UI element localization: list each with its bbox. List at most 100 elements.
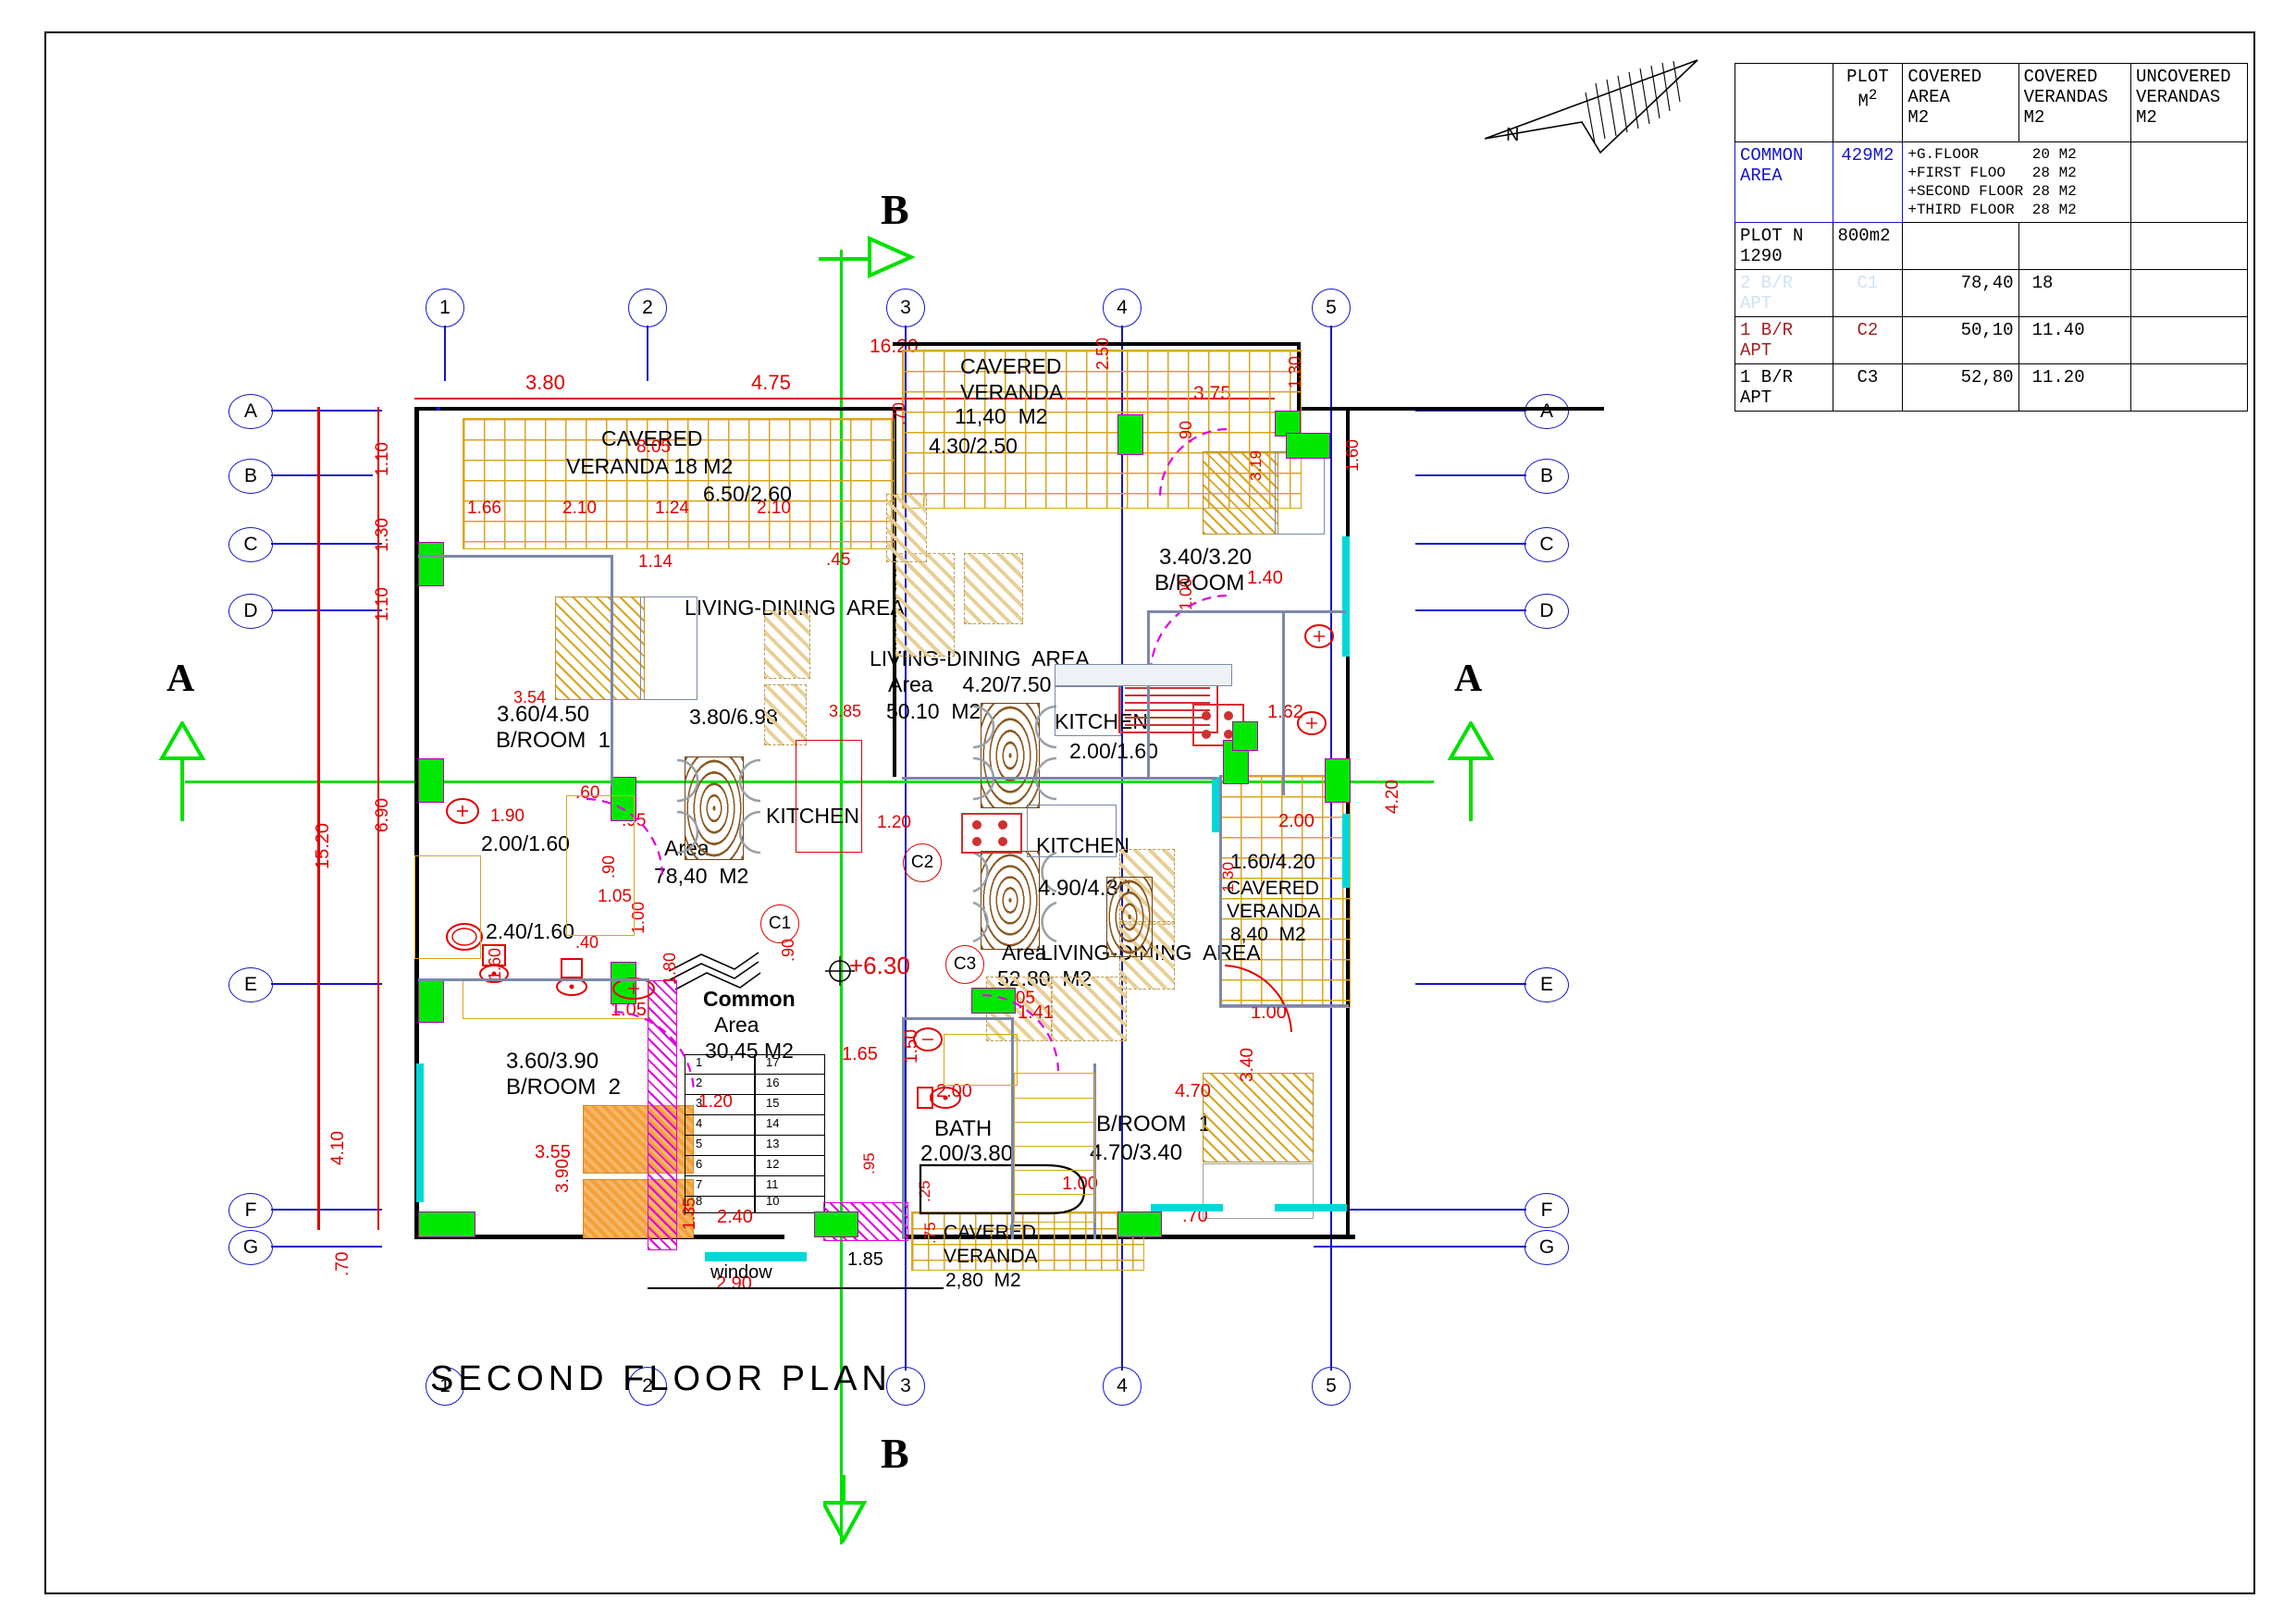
- grid-bubble-left-b[interactable]: B: [228, 459, 273, 494]
- kitchen-unit-left: [414, 855, 481, 959]
- grid-bubble-bottom-4[interactable]: 4: [1103, 1367, 1142, 1406]
- row-c2-cverandas: 11.40: [2018, 316, 2131, 364]
- unit-tag-c1[interactable]: C1: [760, 904, 799, 943]
- grid-bubble-left-a[interactable]: A: [228, 394, 273, 429]
- stair-number-8: 8: [696, 1194, 703, 1208]
- grid-bubble-right-a[interactable]: A: [1524, 394, 1569, 429]
- row-c1-uncovered: [2129, 269, 2249, 317]
- row-c1-covered: 78,40: [1902, 269, 2019, 317]
- grid-line: [271, 983, 382, 985]
- grid-bubble-bottom-3[interactable]: 3: [886, 1367, 925, 1406]
- bed-left-2: [583, 1105, 694, 1174]
- window-cyan-right-1: [1342, 536, 1350, 657]
- broom1-br-label: B/ROOM 1: [1096, 1112, 1212, 1137]
- table-row: COMMON AREA 429M2 +G.FLOOR 20 M2 +FIRST …: [1734, 141, 2249, 223]
- grid-bubble-left-e[interactable]: E: [228, 967, 273, 1002]
- grid-bubble-top-3[interactable]: 3: [886, 289, 925, 327]
- grid-bubble-left-d[interactable]: D: [228, 594, 273, 629]
- fridge-center: [1027, 805, 1117, 857]
- dim-1-41: 1.41: [1018, 1002, 1054, 1023]
- covered-veranda-280-label2: VERANDA: [944, 1246, 1038, 1267]
- dim-1-24: 1.24: [655, 498, 689, 518]
- grid-bubble-top-4[interactable]: 4: [1103, 289, 1142, 327]
- section-mark-b-top: B: [881, 186, 909, 233]
- opening-green-1: [418, 542, 444, 586]
- row-common-area-covered: +G.FLOOR 20 M2 +FIRST FLOO 28 M2 +SECOND…: [1902, 141, 2131, 223]
- grid-bubble-right-d[interactable]: D: [1524, 594, 1569, 629]
- dim-0-45: .45: [826, 550, 851, 570]
- covered-veranda-1140-label: CAVERED: [960, 354, 1062, 378]
- dimension-6-90: 6.90: [373, 798, 392, 832]
- living-left-label: LIVING-DINING AREA: [685, 596, 905, 620]
- grid-bubble-left-c[interactable]: C: [228, 527, 273, 562]
- grid-bubble-right-c[interactable]: C: [1524, 527, 1569, 562]
- common-area-label: Common: [703, 987, 796, 1011]
- section-arrow-b-top-icon: [819, 235, 916, 279]
- grid-bubble-right-b[interactable]: B: [1524, 459, 1569, 494]
- grid-bubble-right-g[interactable]: G: [1524, 1230, 1569, 1265]
- grid-line: [271, 410, 382, 412]
- dim-2-00r: 2.00: [1278, 811, 1315, 831]
- covered-veranda-18-label: CAVERED: [601, 426, 703, 450]
- sofa-center-3: [886, 494, 927, 562]
- grid-bubble-left-g[interactable]: G: [228, 1230, 273, 1265]
- bath2-left-dims: 2.40/1.60: [486, 919, 574, 943]
- grid-line: [905, 326, 907, 1371]
- opening-green-11: [1325, 758, 1351, 803]
- broom2-left-dims: 3.60/3.90: [506, 1049, 599, 1074]
- dim-2-10a: 2.10: [562, 498, 597, 518]
- dim-0-70: .70: [890, 401, 908, 425]
- stair-number-3: 3: [696, 1096, 703, 1110]
- dimension-line-overall: [317, 407, 320, 1230]
- grid-bubble-right-f[interactable]: F: [1524, 1193, 1569, 1228]
- row-plot-cverandas: [2018, 222, 2131, 270]
- dim-1-60: 1.60: [1343, 438, 1362, 472]
- dim-3-40r: 3.40: [1238, 1048, 1257, 1082]
- row-plot-label: PLOT N 1290: [1734, 222, 1833, 270]
- bath-left-dims: 2.00/1.60: [481, 831, 570, 855]
- grid-bubble-right-e[interactable]: E: [1524, 967, 1569, 1002]
- dim-1-62: 1.62: [1267, 702, 1303, 722]
- grid-bubble-top-1[interactable]: 1: [426, 289, 464, 327]
- stair-direction-icon: [668, 952, 761, 990]
- partition-12: [1219, 775, 1222, 1006]
- dimension-line-top: [414, 398, 1275, 400]
- sofa-left-1: [764, 610, 810, 679]
- window-label: window: [710, 1262, 772, 1283]
- section-line-b: [840, 250, 843, 1544]
- dim-3-54: 3.54: [513, 688, 547, 707]
- door-swing-6-icon: [1224, 965, 1292, 1033]
- opening-green-3: [418, 980, 444, 1023]
- grid-bubble-bottom-5[interactable]: 5: [1312, 1367, 1351, 1406]
- grid-bubble-bottom-1[interactable]: 1: [426, 1367, 464, 1406]
- window-glazing: [705, 1252, 807, 1261]
- dim-0-40: .40: [575, 933, 599, 952]
- unit-tag-c2[interactable]: C2: [903, 843, 942, 882]
- dim-1-90: 1.90: [490, 806, 525, 826]
- dim-4-20r: 4.20: [1383, 780, 1402, 814]
- window-cyan-mid: [1212, 777, 1219, 832]
- wall-top-right: [1299, 407, 1604, 411]
- partition-9: [902, 1017, 1013, 1020]
- grid-bubble-bottom-2[interactable]: 2: [628, 1367, 667, 1406]
- dim-1-30r: 1.30: [1219, 861, 1237, 892]
- basin-icon-3: [1297, 711, 1327, 735]
- door-swing-2-icon: [613, 1010, 696, 1092]
- dimension-0-70: .70: [333, 1251, 352, 1276]
- grid-bubble-top-5[interactable]: 5: [1312, 289, 1351, 327]
- grid-line: [1415, 983, 1526, 985]
- dimension-1-10a: 1.10: [373, 442, 392, 476]
- section-line-a: [185, 781, 1434, 783]
- row-c2-uncovered: [2129, 316, 2249, 364]
- grid-dot: [437, 407, 440, 411]
- grid-bubble-left-f[interactable]: F: [228, 1193, 273, 1228]
- stair-number-11: 11: [766, 1177, 779, 1191]
- covered-veranda-1140-label2: VERANDA: [960, 380, 1064, 404]
- grid-bubble-top-2[interactable]: 2: [628, 289, 667, 327]
- dimension-1-10b: 1.10: [373, 587, 392, 621]
- unit-tag-c3[interactable]: C3: [945, 945, 984, 984]
- grid-line: [647, 326, 648, 381]
- broom-tr-label: B/ROOM: [1154, 571, 1245, 596]
- wall-left-outer: [414, 407, 419, 1239]
